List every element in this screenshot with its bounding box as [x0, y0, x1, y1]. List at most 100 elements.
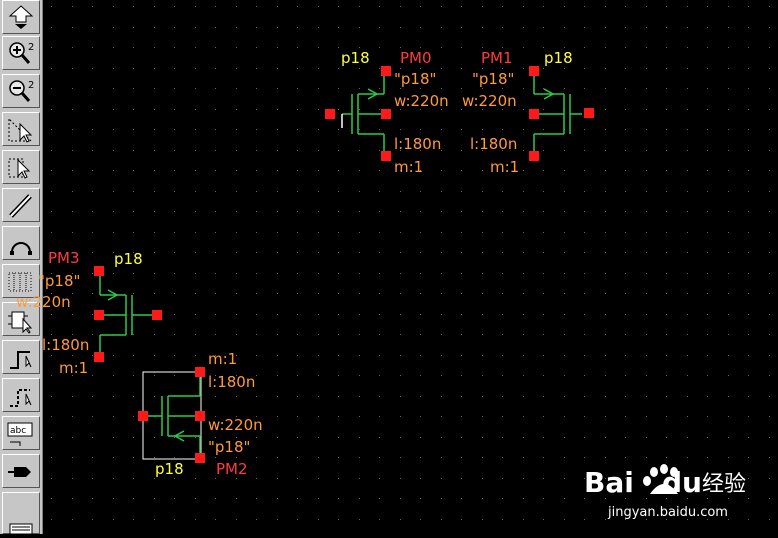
pm0-drain-pin[interactable] [381, 151, 391, 161]
grid-dot [51, 314, 52, 315]
path-button[interactable] [2, 340, 40, 374]
grid-dot [51, 109, 52, 110]
grid-dot [195, 293, 196, 294]
grid-dot [687, 68, 688, 69]
grid-dot [769, 88, 770, 89]
grid-dot [482, 129, 483, 130]
grid-dot [482, 88, 483, 89]
pm1-drain-pin[interactable] [529, 151, 539, 161]
pm3-source-pin[interactable] [94, 266, 104, 276]
schematic-drawing[interactable]: p18 PM0 "p18" w:220n l:180n m:1 PM1 p [16, 0, 778, 534]
grid-dot [256, 293, 257, 294]
grid-dot [379, 416, 380, 417]
instance-pm1[interactable]: PM1 p18 "p18" w:220n l:180n m:1 [462, 49, 594, 176]
grid-dot [646, 150, 647, 151]
pattern-button[interactable] [2, 264, 40, 298]
grid-dot [707, 88, 708, 89]
grid-dot [277, 211, 278, 212]
arc-button[interactable] [2, 226, 40, 260]
grid-dot [523, 150, 524, 151]
grid-dot [441, 416, 442, 417]
grid-dot [256, 129, 257, 130]
zoom-out-button[interactable]: 2 [2, 74, 40, 108]
pm1-bulk-pin[interactable] [529, 109, 539, 119]
grid-dot [92, 109, 93, 110]
grid-dot [482, 68, 483, 69]
grid-dot [482, 478, 483, 479]
pin-button[interactable] [2, 454, 40, 488]
wire-button[interactable] [2, 188, 40, 222]
schematic-canvas[interactable]: p18 PM0 "p18" w:220n l:180n m:1 PM1 p [16, 0, 778, 534]
list-button[interactable] [2, 492, 40, 535]
pm2-gate-pin[interactable] [138, 411, 148, 421]
grid-dot [174, 498, 175, 499]
grid-dot [174, 150, 175, 151]
pm2-bulk-pin[interactable] [195, 411, 205, 421]
grid-dot [92, 416, 93, 417]
grid-dot [420, 375, 421, 376]
save-button[interactable] [2, 0, 40, 34]
move-button[interactable] [2, 150, 40, 184]
grid-dot [605, 519, 606, 520]
instance-pm3[interactable]: PM3 p18 "p18" w:220n l:180n m:1 [16, 249, 162, 377]
grid-dot [236, 252, 237, 253]
grid-dot [420, 314, 421, 315]
grid-dot [523, 252, 524, 253]
grid-dot [420, 47, 421, 48]
grid-dot [236, 211, 237, 212]
grid-dot [584, 519, 585, 520]
grid-dot [584, 416, 585, 417]
grid-dot [564, 68, 565, 69]
pm3-drain-pin[interactable] [94, 352, 104, 362]
stretch-button[interactable] [2, 112, 40, 146]
grid-dot [584, 375, 585, 376]
grid-dot [523, 273, 524, 274]
pm3-bulk-pin[interactable] [94, 310, 104, 320]
grid-dot [441, 252, 442, 253]
grid-dot [92, 232, 93, 233]
grid-dot [646, 314, 647, 315]
grid-dot [174, 232, 175, 233]
grid-dot [564, 252, 565, 253]
grid-dot [236, 232, 237, 233]
grid-dot [461, 191, 462, 192]
grid-dot [523, 396, 524, 397]
grid-dot [236, 457, 237, 458]
pm0-gate-pin[interactable] [325, 109, 335, 119]
grid-dot [420, 129, 421, 130]
grid-dot [748, 129, 749, 130]
grid-dot [277, 232, 278, 233]
grid-dot [277, 6, 278, 7]
zoom-in-button[interactable]: 2 [2, 36, 40, 70]
instance-pm2[interactable]: m:1 l:180n w:220n "p18" p18 PM2 [138, 350, 263, 478]
grid-dot [400, 334, 401, 335]
instance-pm0[interactable]: p18 PM0 "p18" w:220n l:180n m:1 [325, 49, 449, 176]
pm1-source-pin[interactable] [529, 66, 539, 76]
path-dashed-button[interactable] [2, 378, 40, 412]
grid-dot [359, 478, 360, 479]
grid-dot [400, 293, 401, 294]
grid-dot [133, 498, 134, 499]
grid-dot [769, 375, 770, 376]
grid-dot [113, 478, 114, 479]
grid-dot [318, 375, 319, 376]
pm3-gate-pin[interactable] [152, 310, 162, 320]
grid-dot [338, 170, 339, 171]
grid-dot [482, 396, 483, 397]
grid-dot [215, 293, 216, 294]
pm2-source-pin[interactable] [195, 453, 205, 463]
pm0-bulk-pin[interactable] [381, 109, 391, 119]
grid-dot [502, 293, 503, 294]
grid-dot [441, 129, 442, 130]
grid-dot [92, 27, 93, 28]
label-button[interactable]: abc [2, 416, 40, 450]
instance-button[interactable] [2, 302, 40, 336]
pm1-gate-pin[interactable] [584, 108, 594, 118]
grid-dot [769, 252, 770, 253]
grid-dot [113, 519, 114, 520]
grid-dot [441, 211, 442, 212]
grid-dot [461, 375, 462, 376]
grid-dot [133, 273, 134, 274]
pm0-source-pin[interactable] [381, 66, 391, 76]
pm2-drain-pin[interactable] [195, 367, 205, 377]
